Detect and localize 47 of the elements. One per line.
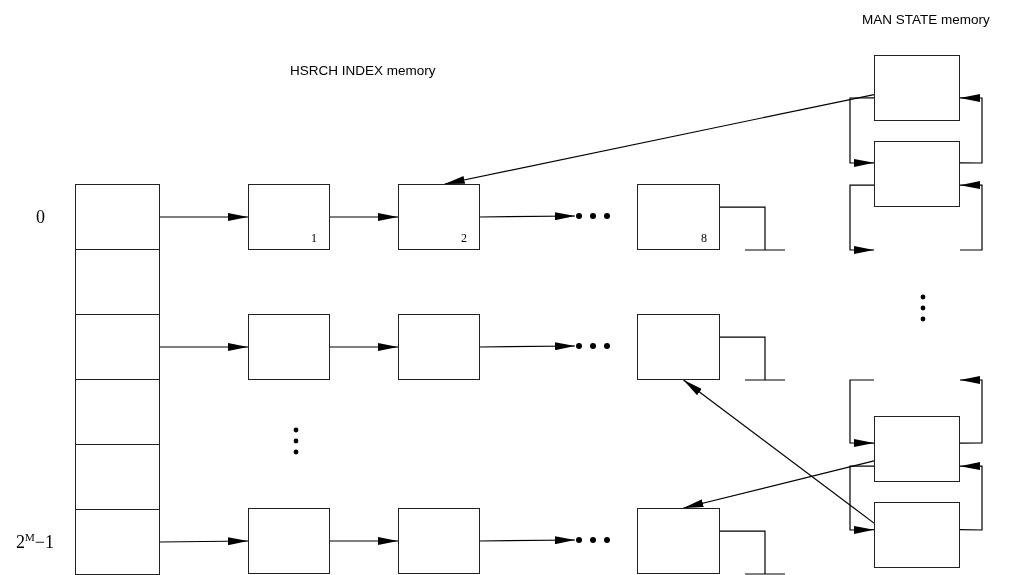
arrow [159,213,249,221]
list-node-box [398,314,480,380]
horizontal-ellipsis [575,342,611,350]
horizontal-ellipsis [575,212,611,220]
arrow [959,94,983,164]
list-node-box [248,184,330,250]
arrow [329,343,399,351]
node-number: 8 [701,232,707,244]
arrow [849,379,875,447]
arrow [329,537,399,545]
arrow [959,462,983,531]
memory-cell [75,444,160,510]
list-node-box [398,508,480,574]
arrow [849,184,875,254]
arrow [479,536,576,545]
list-node-box [248,508,330,574]
row-index-label: 0 [36,208,45,226]
arrow [849,97,875,167]
arrow [479,212,576,221]
state-box [874,502,960,568]
node-number: 1 [311,232,317,244]
arrow [849,465,875,534]
arrow [159,537,249,546]
list-node-box [398,184,480,250]
memory-cell [75,314,160,380]
node-number: 2 [461,232,467,244]
arrow [959,181,983,251]
list-node-box [248,314,330,380]
memory-cell [75,249,160,315]
list-node-box [637,184,720,250]
arrow [159,343,249,351]
arrow [682,460,875,509]
list-node-box [637,508,720,574]
arrow [959,376,983,444]
state-box [874,416,960,482]
state-box [874,55,960,121]
arrow [444,94,875,185]
state-box [874,141,960,207]
arrow [682,379,875,524]
arrow [329,213,399,221]
row-index-label: 2$^{M}$−1 [16,532,54,551]
arrow [479,342,576,351]
horizontal-ellipsis [575,536,611,544]
memory-heading: HSRCH INDEX memory [290,63,436,78]
memory-cell [75,379,160,445]
list-node-box [637,314,720,380]
memory-heading: MAN STATE memory [862,12,990,27]
